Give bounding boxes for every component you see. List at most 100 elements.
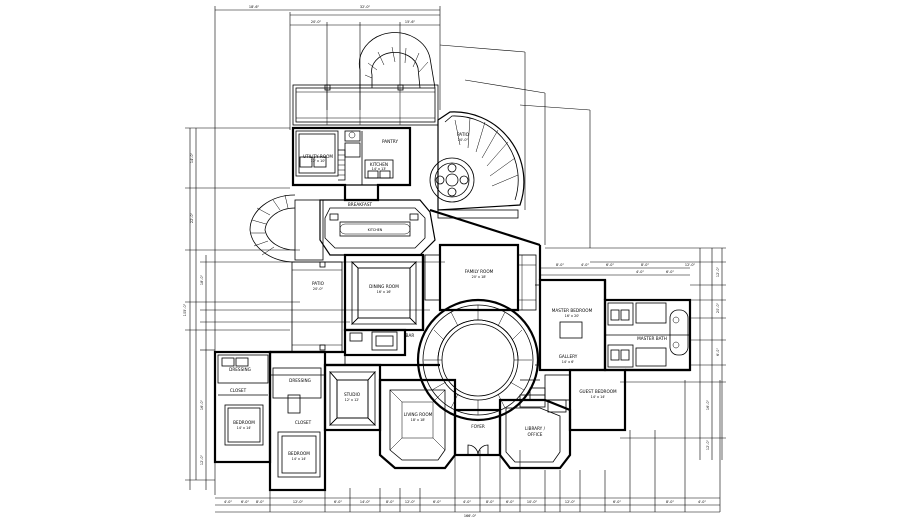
dining-room: DINING ROOM 16' x 16' bbox=[343, 253, 425, 332]
dim-top-1: 18'-6" bbox=[249, 5, 260, 9]
utility-size: 12' x 10' bbox=[311, 159, 326, 163]
dim-right-1: 12'-0" bbox=[716, 266, 720, 277]
bedroom-left-size: 14' x 14' bbox=[237, 426, 252, 430]
dim-left-2: 22'-0" bbox=[190, 212, 194, 223]
library-label: LIBRARY / bbox=[525, 426, 546, 431]
dim-left-5: 12'-0" bbox=[200, 454, 204, 465]
patio-left-label: PATIO bbox=[312, 281, 325, 286]
dim-bottom-5: 6'-0" bbox=[334, 500, 342, 504]
dim-east-3: 6'-0" bbox=[606, 263, 614, 267]
dim-bottom-9: 6'-0" bbox=[433, 500, 441, 504]
gallery-size: 14' x 6' bbox=[562, 360, 575, 364]
dim-bottom-3: 8'-0" bbox=[256, 500, 264, 504]
dim-top2-2: 15'-6" bbox=[405, 20, 416, 24]
master-suite: MASTER BEDROOM 16' x 20' GALLERY 14' x 6… bbox=[535, 278, 692, 372]
closet-mid-label: CLOSET bbox=[295, 420, 312, 425]
gallery-label: GALLERY bbox=[559, 354, 578, 359]
dim-left-total: 105'-0" bbox=[183, 303, 187, 316]
dim-bottom-13: 10'-0" bbox=[527, 500, 538, 504]
dim-east-6: 4'-0" bbox=[636, 270, 644, 274]
dim-bottom-17: 4'-0" bbox=[698, 500, 706, 504]
master-bedroom-size: 16' x 20' bbox=[565, 314, 580, 318]
corridor-walls bbox=[270, 208, 690, 381]
breakfast-label: BREAKFAST bbox=[348, 202, 373, 207]
library-label-2: OFFICE bbox=[528, 432, 543, 437]
foyer-label: FOYER bbox=[471, 424, 485, 429]
dressing-mid-label: DRESSING bbox=[289, 378, 311, 383]
guest-bedroom: GUEST BEDROOM 14' x 14' bbox=[529, 368, 627, 432]
dining-size: 16' x 16' bbox=[377, 290, 392, 294]
bedroom-mid-size: 14' x 14' bbox=[292, 457, 307, 461]
closet-left-label: CLOSET bbox=[230, 388, 247, 393]
dim-bottom-2: 6'-0" bbox=[241, 500, 249, 504]
dining-label: DINING ROOM bbox=[369, 284, 399, 289]
guest-bedroom-size: 14' x 14' bbox=[591, 395, 606, 399]
dim-bottom-total: 166'-0" bbox=[464, 514, 477, 518]
dim-bottom-4: 12'-0" bbox=[293, 500, 304, 504]
kitchen-size: 14' x 13' bbox=[372, 167, 387, 171]
patio-top-size: 20'-0" bbox=[458, 138, 469, 142]
dim-bottom-11: 8'-0" bbox=[486, 500, 494, 504]
bedroom-left-label: BEDROOM bbox=[233, 420, 255, 425]
study: STUDIO 12' x 12' bbox=[323, 363, 382, 432]
kitchen-wing: UTILITY ROOM 12' x 10' PANTRY KITCHEN 14… bbox=[291, 126, 412, 202]
left-bedroom-wing: DRESSING CLOSET BEDROOM 14' x 14' bbox=[213, 350, 272, 464]
dim-left-1: 14'-0" bbox=[190, 152, 194, 163]
dim-top-2: 32'-0" bbox=[360, 5, 371, 9]
dim-bottom-16: 8'-0" bbox=[666, 500, 674, 504]
living-room: LIVING ROOM 18' x 18' bbox=[378, 378, 457, 470]
dim-bottom-6: 14'-0" bbox=[360, 500, 371, 504]
dim-top2-1: 20'-0" bbox=[311, 20, 322, 24]
patio-top-label: PATIO bbox=[457, 132, 470, 137]
dim-bottom-7: 8'-0" bbox=[386, 500, 394, 504]
dim-east-7: 6'-0" bbox=[666, 270, 674, 274]
rotunda bbox=[416, 298, 540, 422]
library: LIBRARY / OFFICE bbox=[498, 394, 572, 470]
breakfast-area: BREAKFAST KITCHEN bbox=[319, 184, 436, 256]
dim-bottom-1: 4'-0" bbox=[224, 500, 232, 504]
guest-bedroom-label: GUEST BEDROOM bbox=[579, 389, 617, 394]
dim-right-3: 6'-0" bbox=[716, 348, 720, 356]
living-label: LIVING ROOM bbox=[404, 412, 433, 417]
utility-label: UTILITY ROOM bbox=[303, 154, 333, 159]
dim-bottom-10: 4'-0" bbox=[463, 500, 471, 504]
patio-curved: PATIO 20'-0" bbox=[429, 111, 525, 219]
family-room: FAMILY ROOM 20' x 18' bbox=[424, 243, 537, 312]
dim-left-4: 16'-0" bbox=[200, 399, 204, 410]
living-size: 18' x 18' bbox=[411, 418, 426, 422]
dim-left-3: 18'-0" bbox=[200, 274, 204, 285]
dimension-labels: 18'-6" 32'-0" 20'-0" 15'-6" 105'-0" 14'-… bbox=[183, 5, 720, 518]
bedroom-mid-label: BEDROOM bbox=[288, 451, 310, 456]
middle-bedroom-wing: DRESSING CLOSET BEDROOM 14' x 14' bbox=[268, 350, 327, 492]
patio-left-size: 20'-0" bbox=[313, 287, 324, 291]
island-label: KITCHEN bbox=[368, 228, 383, 232]
dressing-left-label: DRESSING bbox=[229, 367, 251, 372]
bar-label: BAR bbox=[406, 333, 415, 338]
dim-bottom-14: 12'-0" bbox=[565, 500, 576, 504]
dim-bottom-8: 12'-0" bbox=[405, 500, 416, 504]
master-bedroom-label: MASTER BEDROOM bbox=[552, 308, 593, 313]
dim-right-4: 16'-0" bbox=[706, 399, 710, 410]
dim-east-5: 12'-0" bbox=[685, 263, 696, 267]
bar-area: BAR bbox=[343, 328, 415, 357]
dim-right-5: 12'-0" bbox=[706, 439, 710, 450]
master-bath-label: MASTER BATH bbox=[637, 336, 667, 341]
study-label: STUDIO bbox=[344, 392, 361, 397]
dim-bottom-12: 6'-0" bbox=[506, 500, 514, 504]
kitchen-label: KITCHEN bbox=[370, 162, 388, 167]
patio-top bbox=[292, 84, 439, 126]
dim-east-1: 8'-0" bbox=[556, 263, 564, 267]
dim-east-4: 8'-0" bbox=[641, 263, 649, 267]
study-size: 12' x 12' bbox=[345, 398, 360, 402]
family-size: 20' x 18' bbox=[472, 275, 487, 279]
dimension-lines bbox=[185, 6, 726, 513]
dim-right-2: 20'-0" bbox=[716, 302, 720, 313]
patio-left: PATIO 20'-0" bbox=[291, 261, 343, 353]
dim-east-2: 4'-0" bbox=[581, 263, 589, 267]
spiral-stair-left bbox=[249, 194, 324, 263]
pantry-label: PANTRY bbox=[382, 139, 398, 144]
family-label: FAMILY ROOM bbox=[465, 269, 494, 274]
dim-bottom-15: 6'-0" bbox=[613, 500, 621, 504]
spiral-stair-top bbox=[359, 32, 436, 89]
